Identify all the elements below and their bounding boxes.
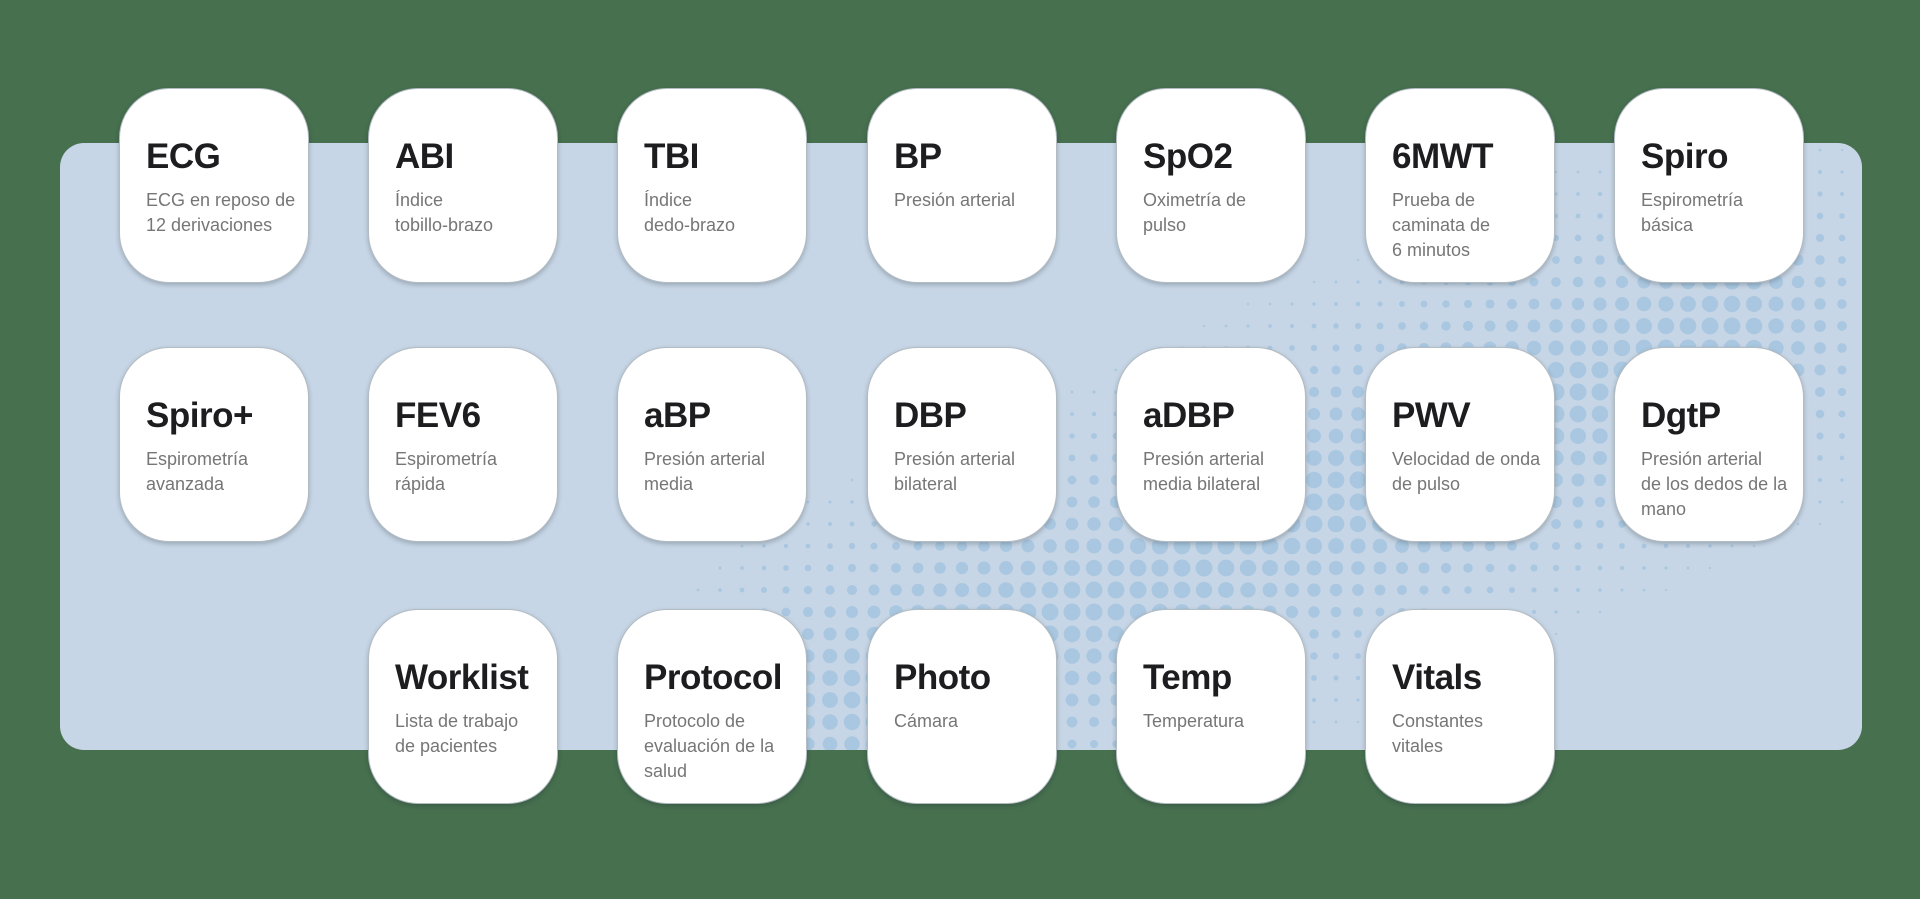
app-subtitle: Oximetría de pulso (1143, 190, 1247, 235)
app-tile-tbi[interactable]: TBI Índice dedo-brazo (617, 88, 807, 283)
app-title: Worklist (395, 658, 529, 697)
app-title: TBI (644, 137, 699, 176)
app-subtitle: Protocolo de evaluación de la salud (644, 711, 775, 781)
app-subtitle: Espirometría básica (1641, 190, 1744, 235)
app-subtitle: Temperatura (1143, 711, 1245, 731)
app-tile-6mwt[interactable]: 6MWT Prueba de caminata de 6 minutos (1365, 88, 1555, 283)
app-subtitle: Espirometría rápida (395, 449, 498, 494)
app-title: Photo (894, 658, 991, 697)
app-title: DBP (894, 396, 967, 435)
app-subtitle: Presión arterial (894, 190, 1016, 210)
app-tile-bp[interactable]: BP Presión arterial (867, 88, 1057, 283)
app-title: Temp (1143, 658, 1232, 697)
app-subtitle: Presión arterial media bilateral (1143, 449, 1265, 494)
app-title: DgtP (1641, 396, 1721, 435)
app-title: Spiro (1641, 137, 1728, 176)
app-title: Spiro+ (146, 396, 253, 435)
app-title: aBP (644, 396, 711, 435)
app-subtitle: Velocidad de onda de pulso (1392, 449, 1541, 494)
app-tile-abp[interactable]: aBP Presión arterial media (617, 347, 807, 542)
app-subtitle: Constantes vitales (1392, 711, 1484, 756)
app-subtitle: Índice dedo-brazo (644, 190, 736, 235)
app-tile-pwv[interactable]: PWV Velocidad de onda de pulso (1365, 347, 1555, 542)
app-tile-abi[interactable]: ABI Índice tobillo-brazo (368, 88, 558, 283)
app-subtitle: Índice tobillo-brazo (395, 190, 494, 235)
app-subtitle: Cámara (894, 711, 959, 731)
app-subtitle: Presión arterial de los dedos de la mano (1641, 449, 1788, 519)
app-tile-spiro-plus[interactable]: Spiro+ Espirometría avanzada (119, 347, 309, 542)
app-subtitle: ECG en reposo de 12 derivaciones (146, 190, 296, 235)
app-title: Vitals (1392, 658, 1482, 697)
app-title: SpO2 (1143, 137, 1233, 176)
app-tile-dbp[interactable]: DBP Presión arterial bilateral (867, 347, 1057, 542)
app-title: PWV (1392, 396, 1471, 435)
app-title: 6MWT (1392, 137, 1494, 176)
app-tile-ecg[interactable]: ECG ECG en reposo de 12 derivaciones (119, 88, 309, 283)
app-title: ABI (395, 137, 454, 176)
app-tile-adbp[interactable]: aDBP Presión arterial media bilateral (1116, 347, 1306, 542)
app-subtitle: Prueba de caminata de 6 minutos (1392, 190, 1491, 260)
app-subtitle: Espirometría avanzada (146, 449, 249, 494)
app-title: ECG (146, 137, 221, 176)
app-tile-dgtp[interactable]: DgtP Presión arterial de los dedos de la … (1614, 347, 1804, 542)
app-subtitle: Presión arterial bilateral (894, 449, 1016, 494)
app-subtitle: Lista de trabajo de pacientes (395, 711, 519, 756)
app-title: FEV6 (395, 396, 481, 435)
app-title: Protocol (644, 658, 782, 697)
app-subtitle: Presión arterial media (644, 449, 766, 494)
app-title: aDBP (1143, 396, 1235, 435)
app-title: BP (894, 137, 942, 176)
